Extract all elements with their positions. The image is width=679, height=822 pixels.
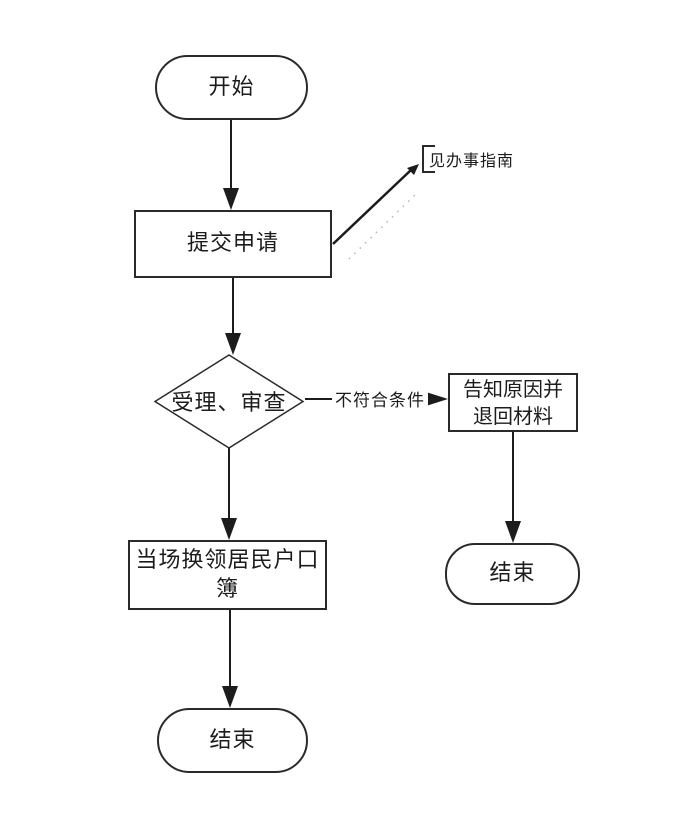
node-start-label: 开始: [208, 74, 255, 100]
node-end-right-label: 结束: [489, 561, 536, 587]
arrowhead: [225, 333, 241, 355]
arrowhead: [505, 521, 521, 543]
annotation-bracket: [422, 145, 435, 173]
annotation-leader-line: [332, 169, 412, 245]
arrowhead: [223, 188, 239, 210]
annotation-leader-ghost: [348, 192, 418, 260]
node-inform-return-label: 告知原因并 退回材料: [463, 377, 563, 428]
node-inform-return: 告知原因并 退回材料: [448, 373, 578, 432]
node-replace-booklet: 当场换领居民户口 簿: [128, 540, 327, 610]
arrowhead: [222, 686, 238, 708]
node-start: 开始: [155, 55, 308, 120]
node-replace-booklet-label: 当场换领居民户口 簿: [135, 547, 320, 602]
node-end-bottom-label: 结束: [209, 727, 256, 753]
node-review-decision: 受理、审查: [160, 386, 298, 416]
node-submit-application: 提交申请: [134, 210, 332, 278]
node-end-right: 结束: [445, 543, 580, 605]
arrowhead: [426, 392, 448, 406]
node-review-decision-label: 受理、审查: [171, 391, 287, 416]
arrowhead: [407, 164, 419, 175]
decision-diamond-shape: [153, 354, 305, 449]
node-end-bottom: 结束: [157, 708, 308, 773]
edge-label-reject: 不符合条件: [332, 386, 428, 411]
arrowhead: [221, 518, 237, 540]
annotation-guide-label: 见办事指南: [429, 151, 515, 170]
node-submit-application-label: 提交申请: [186, 231, 279, 257]
